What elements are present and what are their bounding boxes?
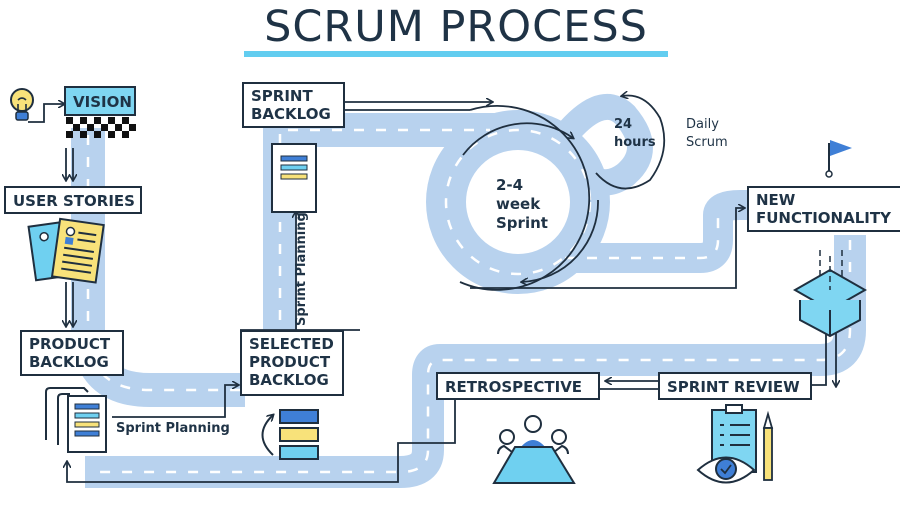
sprint-inner-arc-top [462, 122, 573, 156]
step-selected-line1: SELECTED [249, 335, 334, 353]
title-underline [244, 51, 668, 57]
backlog-documents-icon [45, 387, 107, 453]
checker-square [73, 124, 80, 131]
clipboard-eye-icon [696, 404, 757, 484]
step-sprint-backlog-line2: BACKLOG [251, 105, 331, 123]
daily-scrum-line1: Daily [686, 117, 719, 132]
arrow-box-to-review-1 [812, 330, 827, 386]
daily-scrum-line2: Scrum [686, 135, 728, 150]
sprint-cycle-line3: Sprint [496, 214, 548, 232]
lightbulb-icon [10, 88, 34, 121]
reorder-stack-icon [261, 409, 319, 460]
step-user-stories: USER STORIES [4, 186, 142, 214]
step-selected-line3: BACKLOG [249, 371, 329, 389]
daily-hours-line1: 24 [614, 117, 633, 132]
checker-square [101, 124, 108, 131]
arrow-retro-to-backlog [67, 398, 456, 483]
arrow-sprint-to-functionality [470, 208, 744, 289]
road-daily-loop [549, 93, 653, 196]
checker-square [94, 117, 101, 124]
checker-square [129, 124, 136, 131]
checker-square [80, 117, 87, 124]
checker-square [108, 117, 115, 124]
daily-hours-line2: hours [614, 135, 656, 150]
step-new-functionality-line2: FUNCTIONALITY [756, 209, 891, 227]
arrow-planning-to-selected [112, 385, 238, 418]
step-product-backlog: PRODUCT BACKLOG [20, 330, 124, 376]
sprint-planning-label-vertical: Sprint Planning [294, 212, 309, 326]
user-stories-cards-icon [27, 217, 105, 284]
checker-square [94, 131, 101, 138]
checker-square [122, 117, 129, 124]
road [71, 93, 866, 488]
flow-lines [28, 95, 836, 483]
step-sprint-backlog: SPRINT BACKLOG [242, 82, 345, 128]
pencil-icon [762, 410, 774, 481]
checker-square [66, 131, 73, 138]
step-product-backlog-line2: BACKLOG [29, 353, 109, 371]
step-selected-line2: PRODUCT [249, 353, 331, 371]
goal-flag-icon [825, 140, 852, 178]
daily-hours-label: 24 hours [614, 116, 656, 152]
checkered-flag-icon [66, 117, 136, 138]
checker-square [80, 131, 87, 138]
checker-square [87, 124, 94, 131]
meeting-table-icon [492, 415, 576, 484]
step-retrospective: RETROSPECTIVE [436, 372, 600, 400]
arrow-bulb-to-vision [28, 104, 64, 123]
step-product-backlog-line1: PRODUCT [29, 335, 111, 353]
step-sprint-backlog-line1: SPRINT [251, 87, 313, 105]
step-new-functionality: NEW FUNCTIONALITY [747, 186, 900, 232]
sprint-cycle-line1: 2-4 [496, 176, 524, 194]
checker-square [108, 131, 115, 138]
sprint-planning-label-horizontal: Sprint Planning [116, 421, 230, 436]
step-vision: VISION [64, 86, 136, 116]
checker-square [66, 117, 73, 124]
daily-scrum-arc [595, 95, 666, 190]
sprint-cycle-line2: week [496, 195, 541, 213]
sprint-cycle-label: 2-4 week Sprint [496, 176, 548, 233]
step-selected-product-backlog: SELECTED PRODUCT BACKLOG [240, 330, 344, 396]
sprint-inner-arc-bottom [522, 199, 599, 282]
daily-scrum-label: Daily Scrum [686, 116, 728, 152]
sprint-backlog-document-icon [271, 143, 317, 213]
checker-square [115, 124, 122, 131]
checker-square [122, 131, 129, 138]
page-title: SCRUM PROCESS [264, 2, 648, 52]
open-box-icon [792, 250, 868, 338]
step-new-functionality-line1: NEW [756, 191, 796, 209]
step-sprint-review: SPRINT REVIEW [658, 372, 812, 400]
